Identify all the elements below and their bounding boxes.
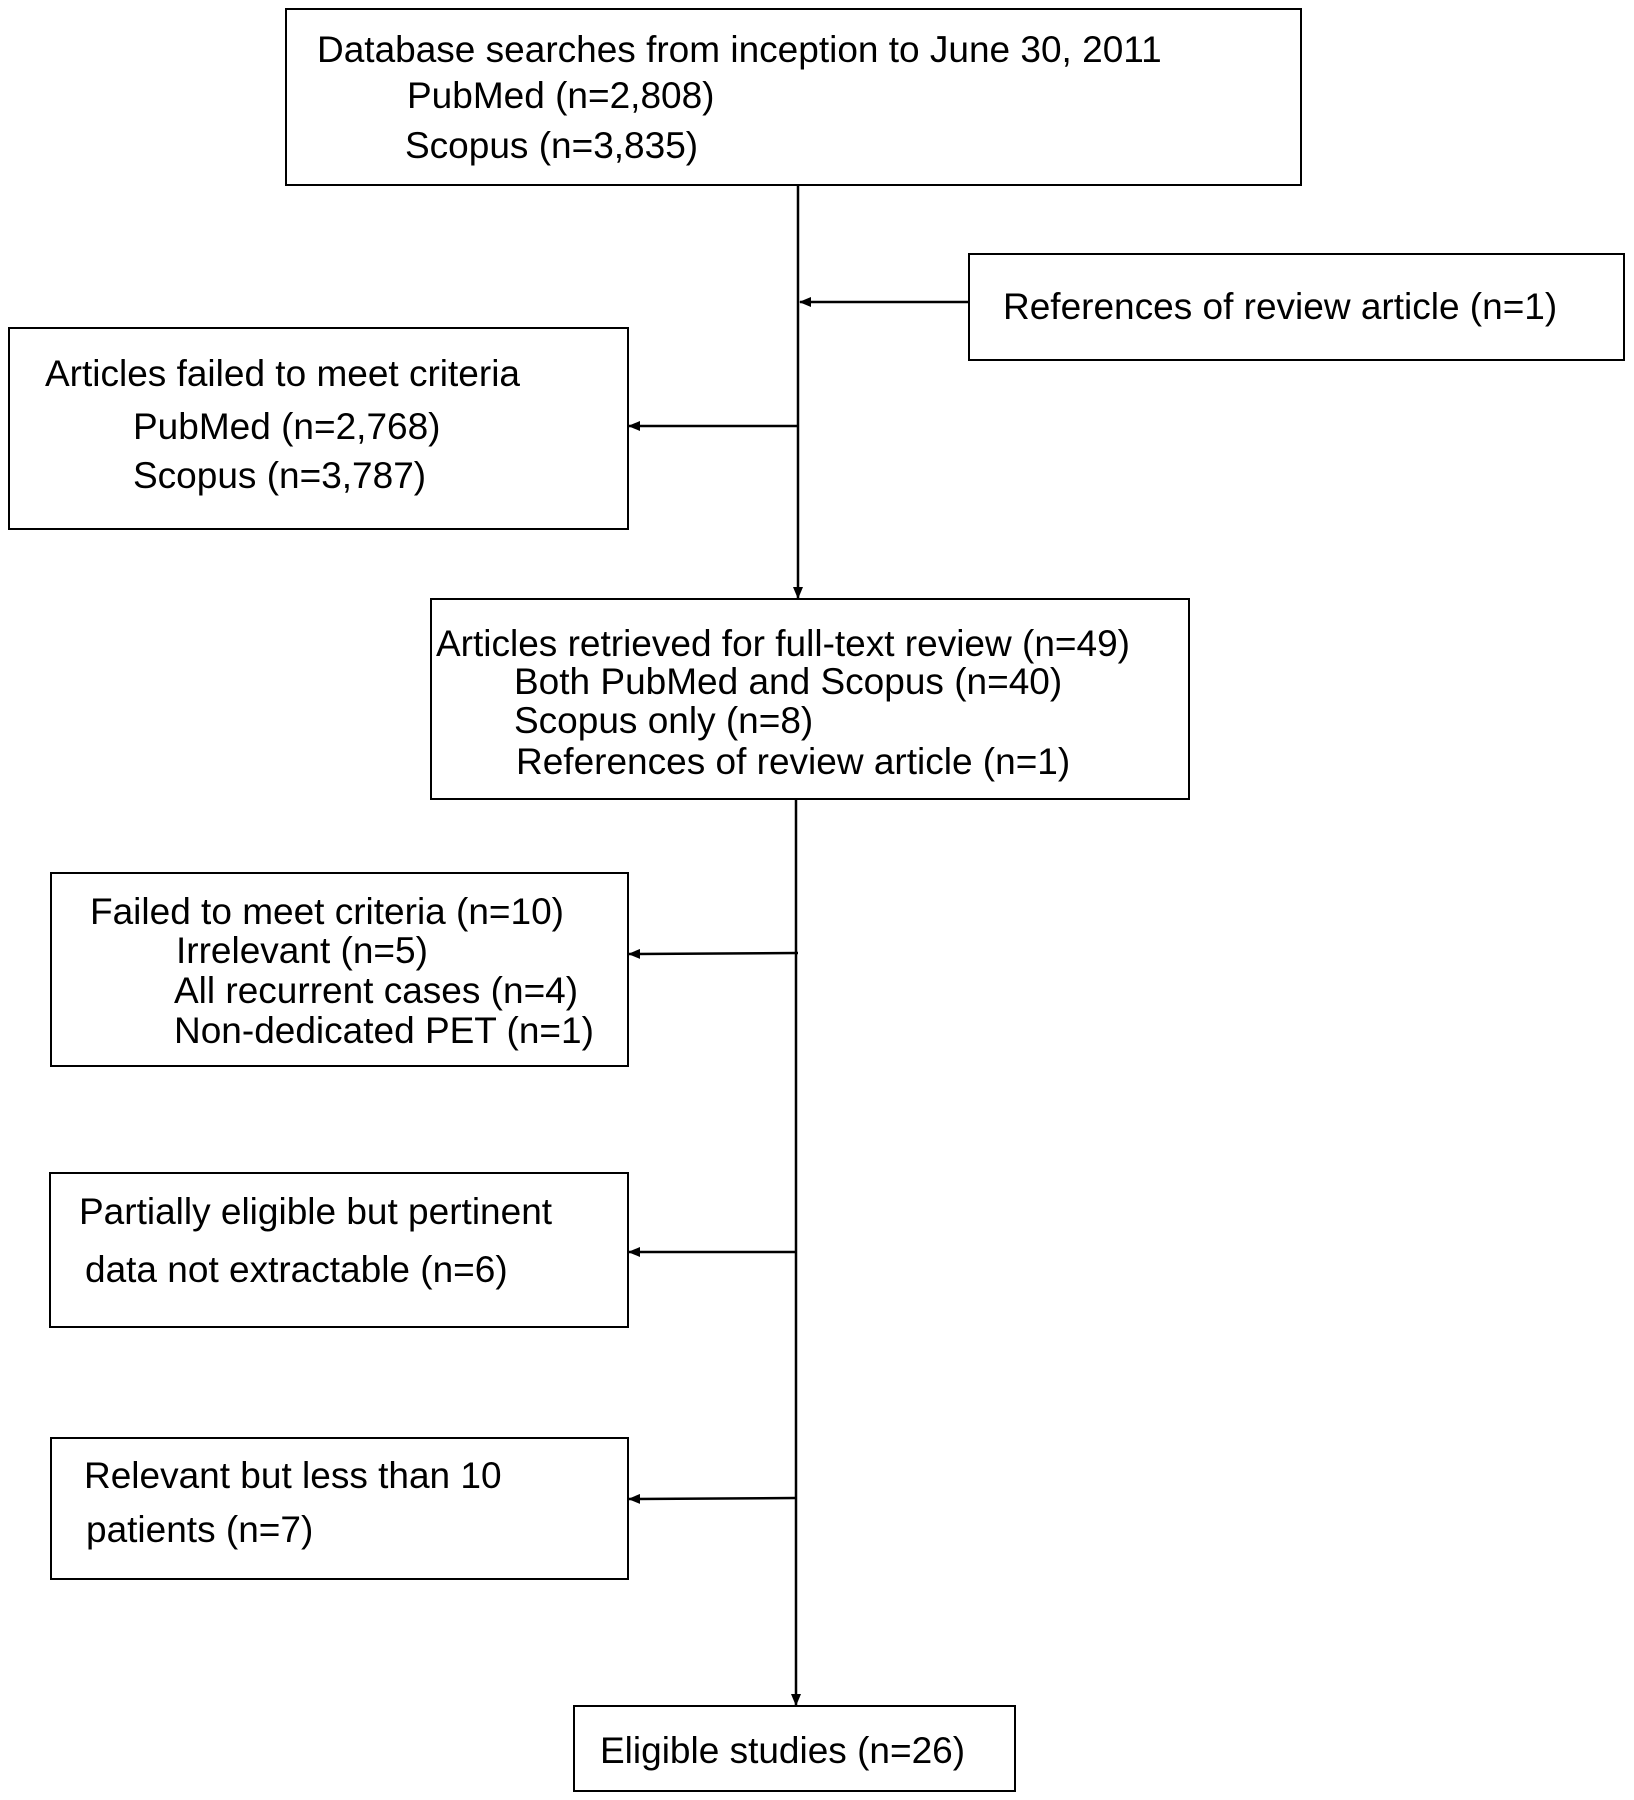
full-text-both: Both PubMed and Scopus (n=40) bbox=[514, 661, 1063, 702]
full-text-scopus-only: Scopus only (n=8) bbox=[514, 700, 814, 741]
failed-10-non-dedicated: Non-dedicated PET (n=1) bbox=[174, 1010, 594, 1051]
database-scopus: Scopus (n=3,835) bbox=[405, 125, 699, 166]
failed-criteria-scopus: Scopus (n=3,787) bbox=[133, 455, 427, 496]
failed-10-irrelevant: Irrelevant (n=5) bbox=[176, 930, 428, 971]
full-text-review-box: Articles retrieved for full-text review … bbox=[430, 598, 1190, 800]
partial-line-1: Partially eligible but pertinent bbox=[79, 1191, 553, 1232]
less-than-10-arrow bbox=[628, 1493, 797, 1504]
partial-line-2: data not extractable (n=6) bbox=[85, 1249, 508, 1290]
failed-10-title: Failed to meet criteria (n=10) bbox=[90, 891, 565, 932]
failed-10-recurrent: All recurrent cases (n=4) bbox=[174, 970, 579, 1011]
full-text-title: Articles retrieved for full-text review … bbox=[436, 623, 1130, 664]
less-than-10-line-1: Relevant but less than 10 bbox=[84, 1455, 502, 1496]
eligible-studies-box: Eligible studies (n=26) bbox=[573, 1705, 1016, 1792]
references-box: References of review article (n=1) bbox=[968, 253, 1625, 361]
failed-criteria-pubmed: PubMed (n=2,768) bbox=[133, 406, 441, 447]
partial-eligible-box: Partially eligible but pertinent data no… bbox=[49, 1172, 629, 1328]
failed-criteria-box: Articles failed to meet criteria PubMed … bbox=[8, 327, 629, 530]
failed-criteria-title: Articles failed to meet criteria bbox=[45, 353, 521, 394]
failed-10-box: Failed to meet criteria (n=10) Irrelevan… bbox=[50, 872, 629, 1067]
failed-10-arrow bbox=[628, 948, 799, 959]
database-pubmed: PubMed (n=2,808) bbox=[407, 75, 715, 116]
full-text-references: References of review article (n=1) bbox=[516, 741, 1071, 782]
database-title: Database searches from inception to June… bbox=[317, 29, 1162, 70]
database-search-box: Database searches from inception to June… bbox=[285, 8, 1302, 186]
less-than-10-line-2: patients (n=7) bbox=[86, 1509, 314, 1550]
less-than-10-box: Relevant but less than 10 patients (n=7) bbox=[50, 1437, 629, 1580]
eligible-label: Eligible studies (n=26) bbox=[600, 1730, 966, 1771]
references-label: References of review article (n=1) bbox=[1003, 286, 1558, 327]
